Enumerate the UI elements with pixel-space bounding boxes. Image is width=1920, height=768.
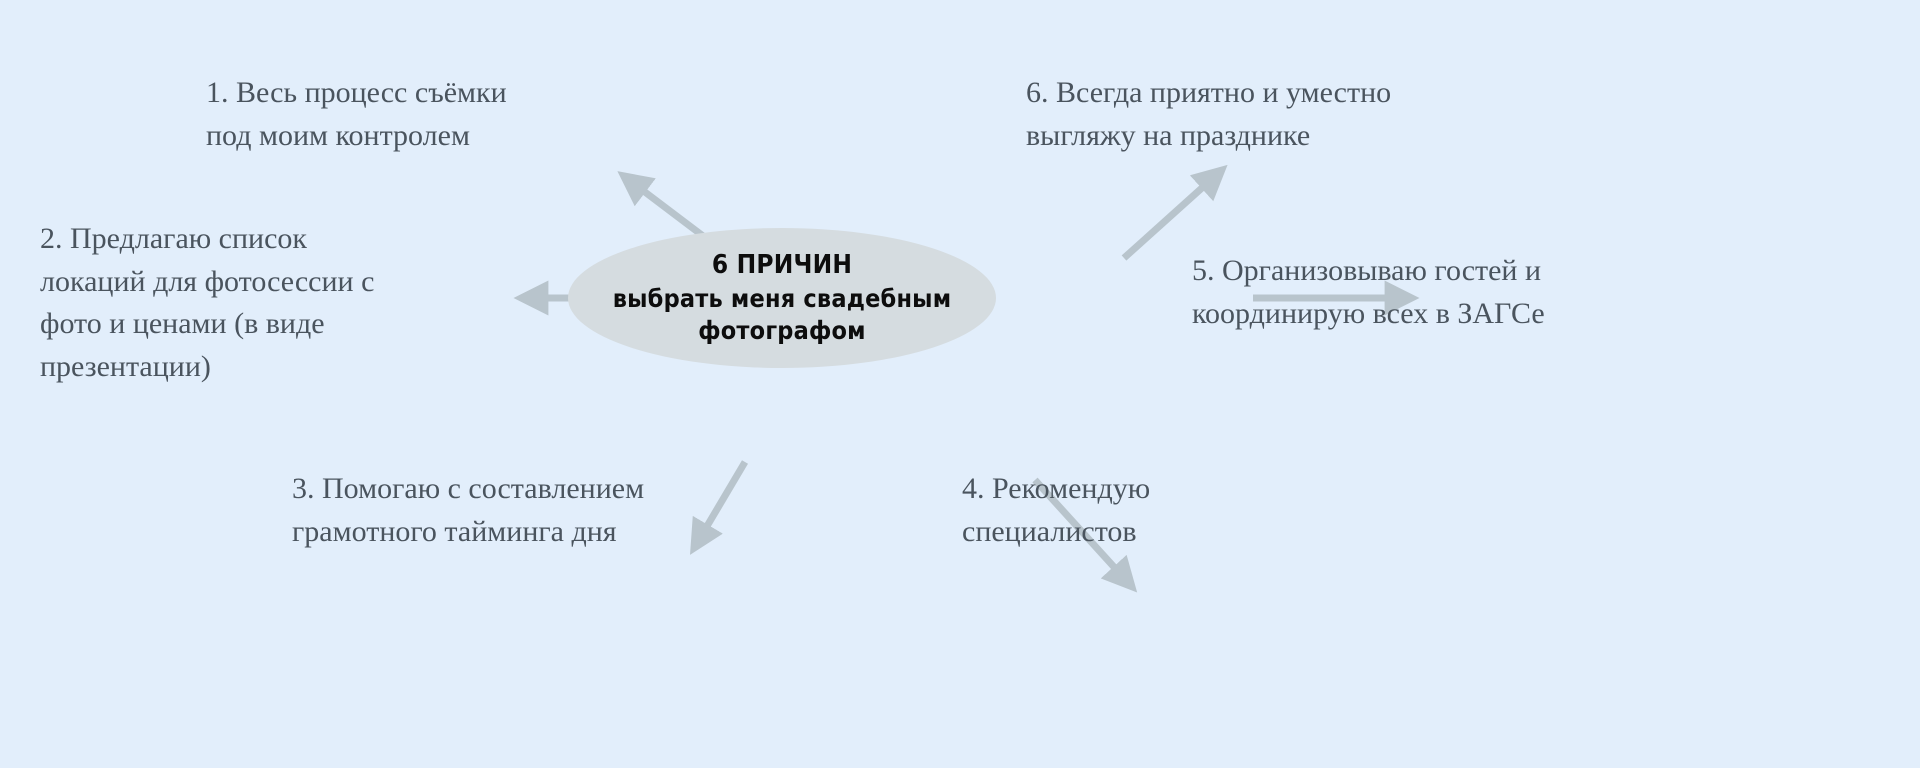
branch-label-6: 6. Всегда приятно и уместно выгляжу на п… [1026,76,1392,152]
branch-label-3: 3. Помогаю с составлением грамотного тай… [292,472,645,548]
center-subtitle-line-1: выбрать меня свадебным [612,283,952,313]
center-title: 6 ПРИЧИН [711,250,853,281]
center-node: 6 ПРИЧИН выбрать меня свадебным фотограф… [568,228,996,368]
arrow-to-branch-6 [1121,164,1228,261]
branch-label-4: 4. Рекомендую специалистов [962,472,1151,548]
branch-label-1: 1. Весь процесс съёмки под моим контроле… [206,76,507,152]
arrow-to-branch-4 [1032,477,1138,593]
branch-label-2: 2. Предлагаю список локаций для фотосесс… [40,222,375,383]
arrow-to-branch-3 [690,460,749,555]
center-subtitle-line-2: фотографом [698,315,866,345]
branch-label-5: 5. Организовываю гостей и координирую вс… [1192,254,1545,330]
